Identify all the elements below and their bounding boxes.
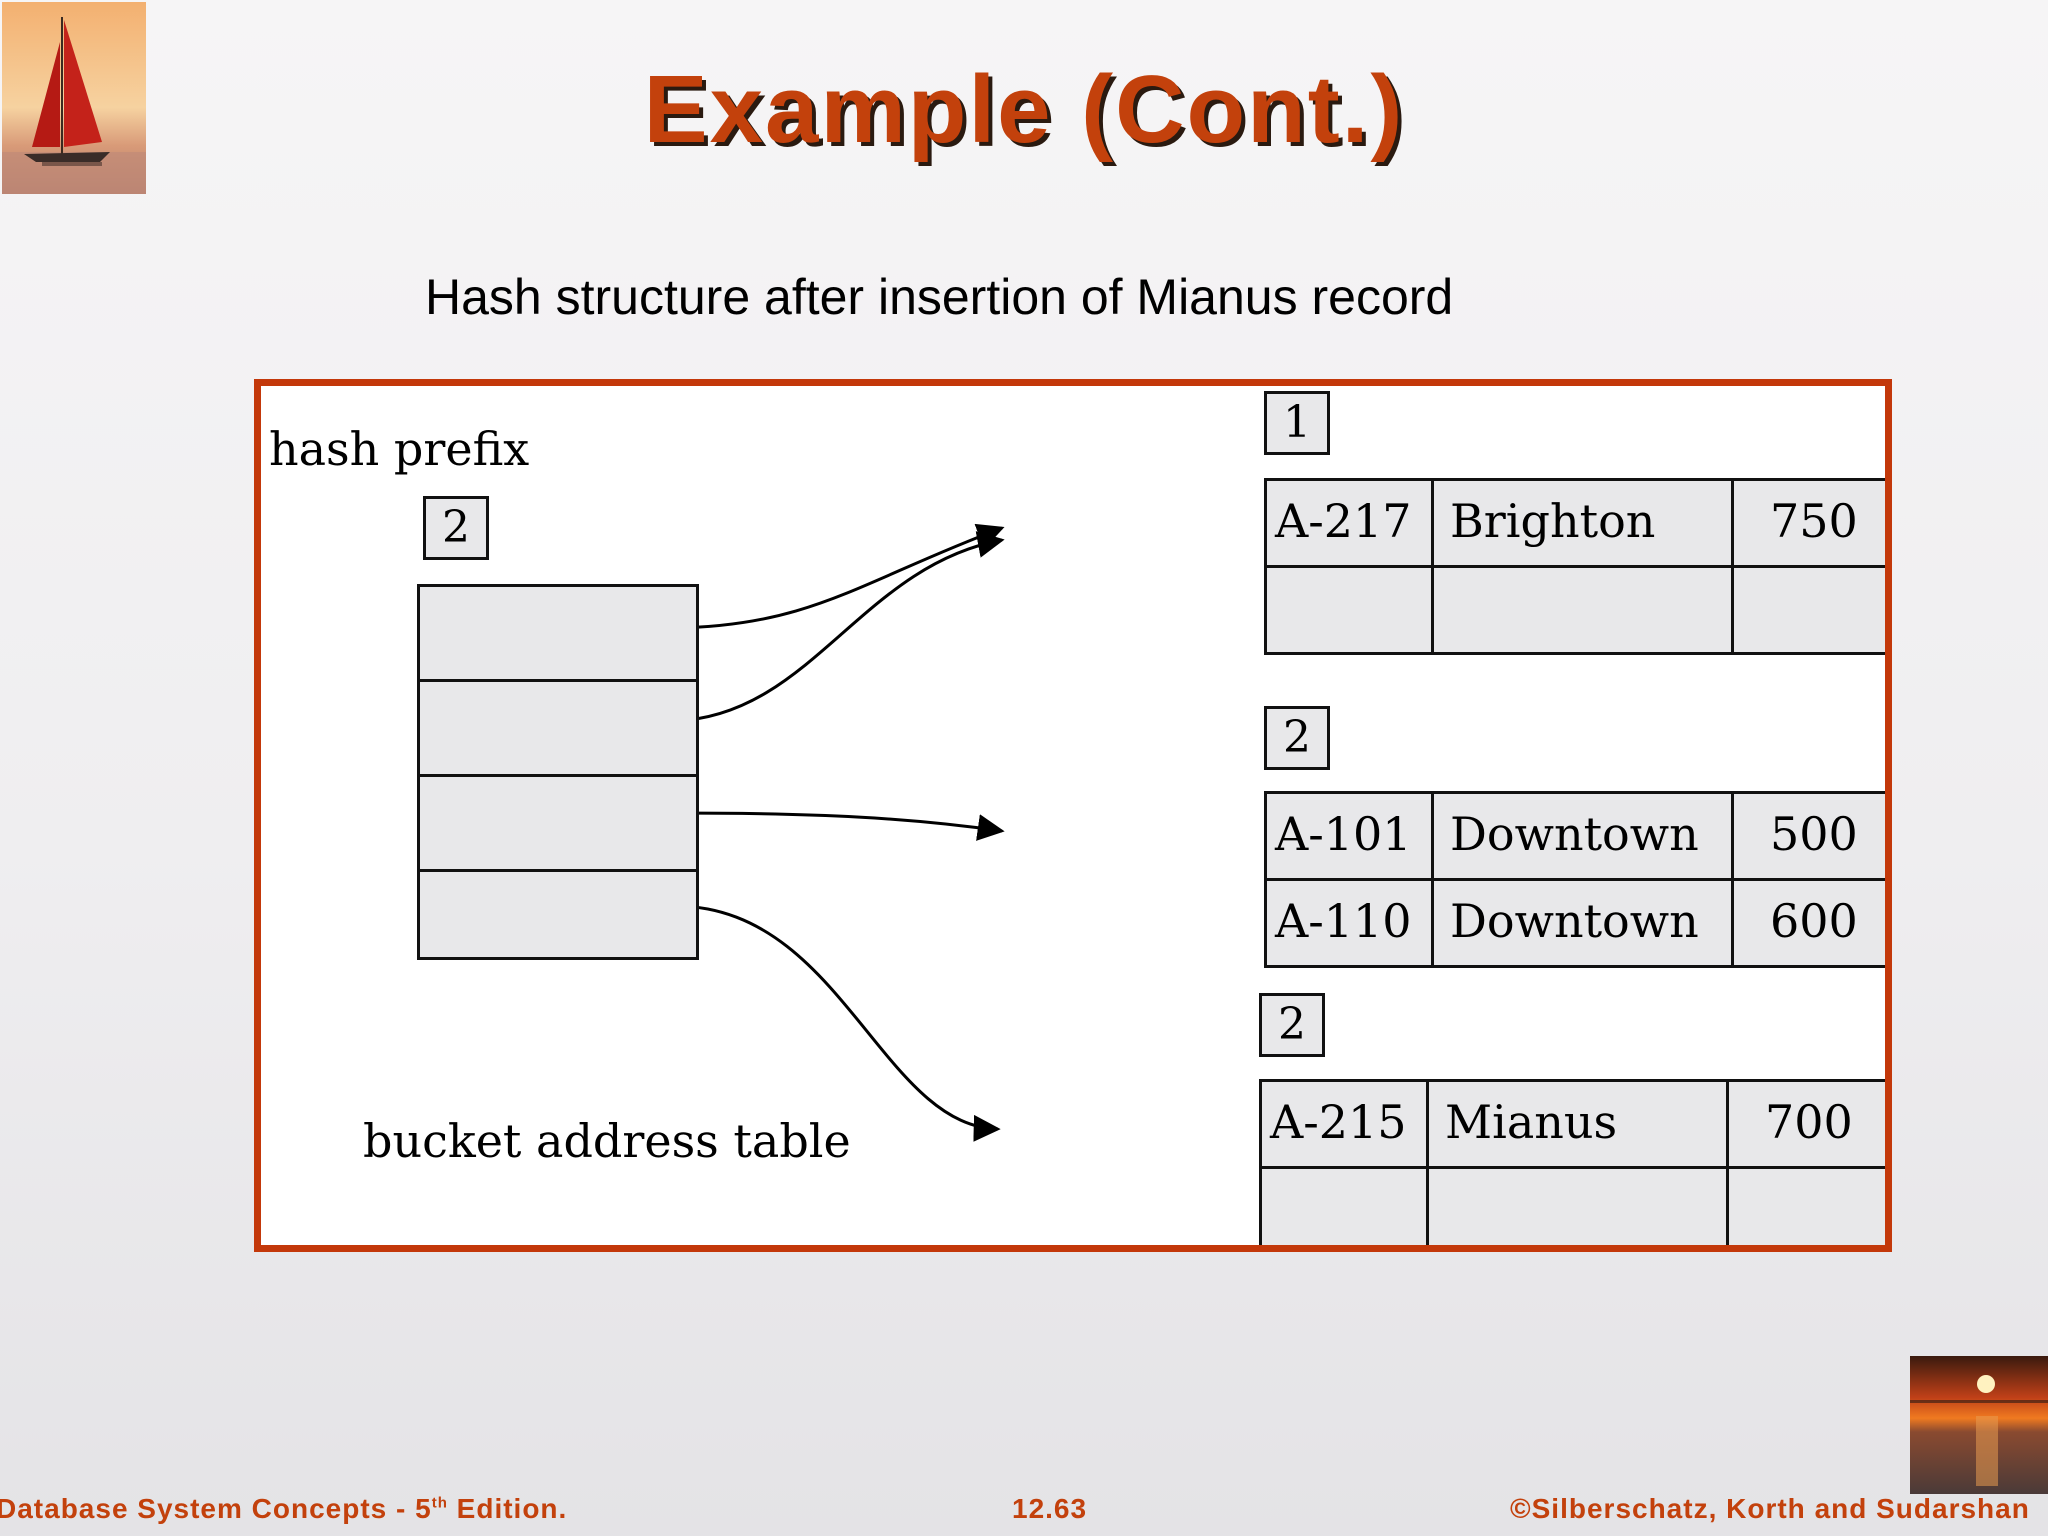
branch-cell bbox=[1434, 568, 1734, 652]
account-cell bbox=[1262, 1169, 1429, 1245]
account-cell: A-215 bbox=[1262, 1082, 1429, 1166]
footer-book-suffix: Edition. bbox=[447, 1493, 568, 1524]
footer-book-title: Database System Concepts - 5th Edition. bbox=[0, 1493, 567, 1525]
balance-cell: 750 bbox=[1770, 494, 1858, 548]
bucket-1: A-217 Brighton 750 bbox=[1264, 478, 1885, 655]
account-cell: A-217 bbox=[1267, 481, 1434, 565]
bucket-record: A-110 Downtown 600 bbox=[1267, 878, 1885, 965]
pointer-entry-0 bbox=[674, 523, 1005, 630]
bucket-record: A-217 Brighton 750 bbox=[1267, 481, 1885, 565]
bucket-record bbox=[1262, 1166, 1885, 1245]
balance-cell bbox=[1734, 568, 1885, 652]
bucket-3-depth: 2 bbox=[1259, 993, 1325, 1057]
balance-cell: 700 bbox=[1765, 1095, 1853, 1149]
balance-cell: 500 bbox=[1770, 807, 1858, 861]
pointer-entry-3 bbox=[674, 904, 1001, 1142]
bucket-3: A-215 Mianus 700 bbox=[1259, 1079, 1885, 1245]
hash-prefix-label: hash prefix bbox=[269, 422, 530, 476]
account-cell bbox=[1267, 568, 1434, 652]
pointer-entry-2 bbox=[674, 811, 1005, 841]
bat-entry bbox=[420, 777, 696, 872]
pointer-arrows bbox=[674, 523, 1005, 1142]
footer-edition-sup: th bbox=[431, 1494, 448, 1512]
balance-cell bbox=[1729, 1169, 1885, 1245]
bucket-2: A-101 Downtown 500 A-110 Downtown 600 bbox=[1264, 791, 1885, 968]
bucket-address-table-label: bucket address table bbox=[363, 1114, 851, 1168]
branch-cell bbox=[1429, 1169, 1729, 1245]
branch-cell: Brighton bbox=[1434, 481, 1734, 565]
global-depth-box: 2 bbox=[423, 496, 489, 560]
branch-cell: Downtown bbox=[1434, 881, 1734, 965]
bucket-record: A-101 Downtown 500 bbox=[1267, 794, 1885, 878]
bucket-address-table bbox=[417, 584, 699, 960]
pointer-entry-1 bbox=[674, 531, 1005, 723]
figure-caption: Hash structure after insertion of Mianus… bbox=[425, 269, 1454, 325]
sailboat-logo bbox=[2, 2, 146, 194]
branch-cell: Downtown bbox=[1434, 794, 1734, 878]
bucket-1-depth: 1 bbox=[1264, 391, 1330, 455]
footer-copyright: ©Silberschatz, Korth and Sudarshan bbox=[1510, 1493, 2030, 1524]
slide-title: Example (Cont.) bbox=[643, 56, 1405, 163]
bucket-record: A-215 Mianus 700 bbox=[1262, 1082, 1885, 1166]
footer-book-prefix: Database System Concepts - 5 bbox=[0, 1493, 432, 1524]
sunset-logo bbox=[1910, 1356, 2048, 1494]
bucket-record bbox=[1267, 565, 1885, 652]
account-cell: A-110 bbox=[1267, 881, 1434, 965]
balance-cell: 600 bbox=[1770, 894, 1858, 948]
footer-page-number: 12.63 bbox=[1012, 1493, 1088, 1524]
account-cell: A-101 bbox=[1267, 794, 1434, 878]
bucket-2-depth: 2 bbox=[1264, 706, 1330, 770]
bat-entry bbox=[420, 872, 696, 964]
hash-structure-figure: hash prefix 2 bucket address table 1 A-2… bbox=[254, 379, 1892, 1252]
bat-entry bbox=[420, 587, 696, 682]
branch-cell: Mianus bbox=[1429, 1082, 1729, 1166]
bat-entry bbox=[420, 682, 696, 777]
